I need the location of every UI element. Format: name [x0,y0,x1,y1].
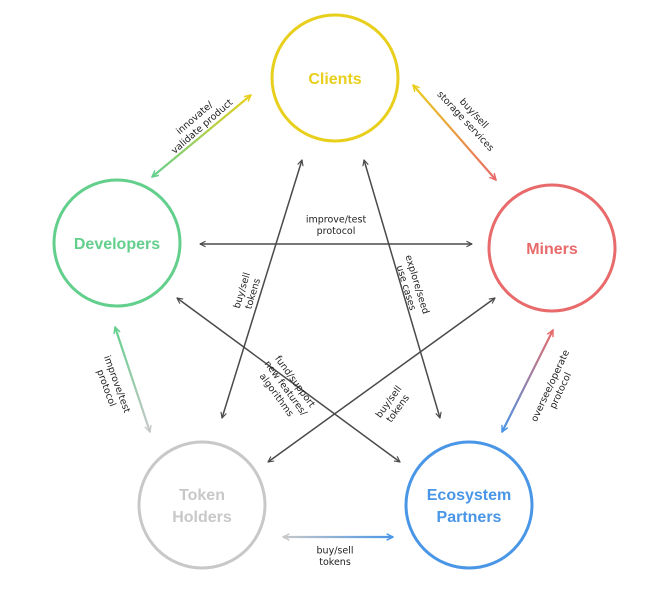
node-developers-circle [52,178,182,308]
node-partners-label: Ecosystem [427,487,512,504]
node-clients: Clients [270,13,400,143]
edge-dev-miners-label: improve/test [306,215,367,226]
node-holders-label: Token [179,487,225,504]
edge-holders-partners-label: tokens [319,557,351,568]
node-miners-circle [487,183,617,313]
node-clients-label: Clients [308,71,361,88]
node-miners: Miners [487,183,617,313]
node-holders-circle [137,440,267,570]
node-partners-label: Partners [437,509,502,526]
edge-clients-miners-arrow [413,85,496,180]
node-developers-label: Developers [74,236,160,253]
edge-miners-partners-arrow [501,330,554,432]
node-clients-circle [270,13,400,143]
node-miners-label: Miners [526,241,578,258]
edge-dev-miners-label: protocol [317,226,356,237]
node-developers: Developers [52,178,182,308]
edge-miners-holders-arrow [268,298,495,462]
edge-holders-partners-label: buy/sell [317,546,354,557]
edge-dev-clients-label-group: innovate/validate product [169,97,235,156]
node-partners-circle [404,440,534,570]
edge-dev-holders-arrow [115,327,150,432]
edge-dev-clients-arrow [152,95,251,177]
node-holders-label: Holders [172,509,232,526]
